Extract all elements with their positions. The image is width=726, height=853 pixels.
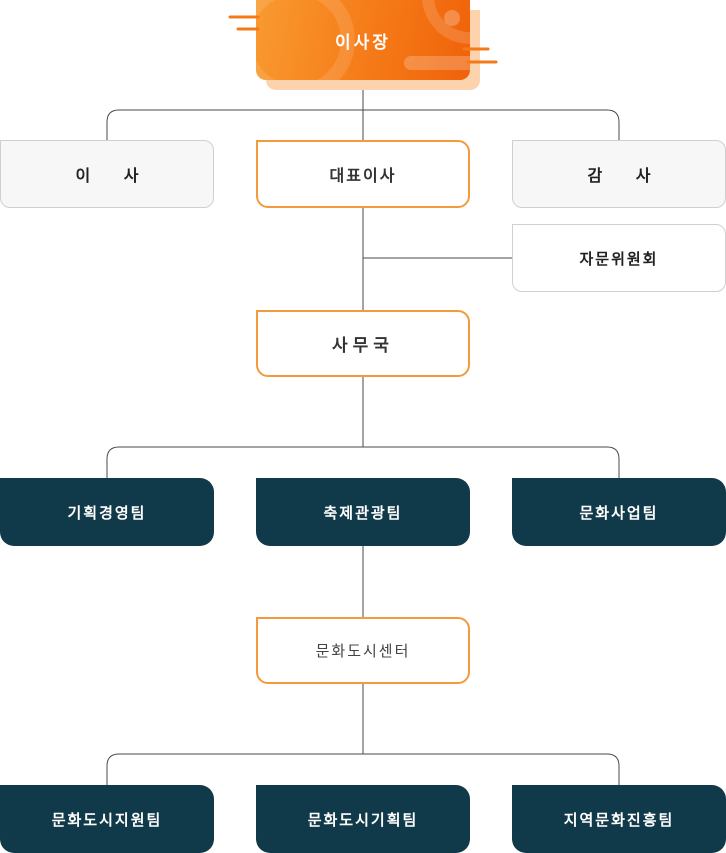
- chairman-label: 이사장: [335, 32, 391, 53]
- ceo-label: 대표이사: [329, 166, 397, 185]
- auditor-node: 감 사: [512, 140, 726, 208]
- team-label: 문화사업팀: [579, 503, 659, 522]
- center-team-node: 문화도시기획팀: [256, 785, 470, 853]
- speed-lines: [228, 15, 498, 64]
- center-label: 문화도시센터: [315, 642, 411, 660]
- advisory-label: 자문위원회: [579, 249, 659, 268]
- center-team-label: 문화도시기획팀: [307, 810, 419, 829]
- center-node: 문화도시센터: [256, 617, 470, 684]
- directors-node: 이 사: [0, 140, 214, 208]
- decorative-circles: [256, 0, 470, 80]
- center-team-node: 지역문화진흥팀: [512, 785, 726, 853]
- center-team-label: 지역문화진흥팀: [563, 810, 675, 829]
- secretariat-node: 사무국: [256, 310, 470, 377]
- center-team-label: 문화도시지원팀: [51, 810, 163, 829]
- team-node: 문화사업팀: [512, 478, 726, 546]
- team-node: 기획경영팀: [0, 478, 214, 546]
- center-team-node: 문화도시지원팀: [0, 785, 214, 853]
- secretariat-label: 사무국: [332, 336, 394, 356]
- chairman-box: 이사장: [256, 0, 470, 80]
- team-label: 기획경영팀: [67, 503, 147, 522]
- auditor-label: 감 사: [587, 166, 665, 185]
- directors-label: 이 사: [75, 166, 153, 185]
- ceo-node: 대표이사: [256, 140, 470, 208]
- chairman-node: 이사장: [228, 0, 508, 95]
- advisory-node: 자문위원회: [512, 224, 726, 292]
- team-label: 축제관광팀: [323, 503, 403, 522]
- team-node: 축제관광팀: [256, 478, 470, 546]
